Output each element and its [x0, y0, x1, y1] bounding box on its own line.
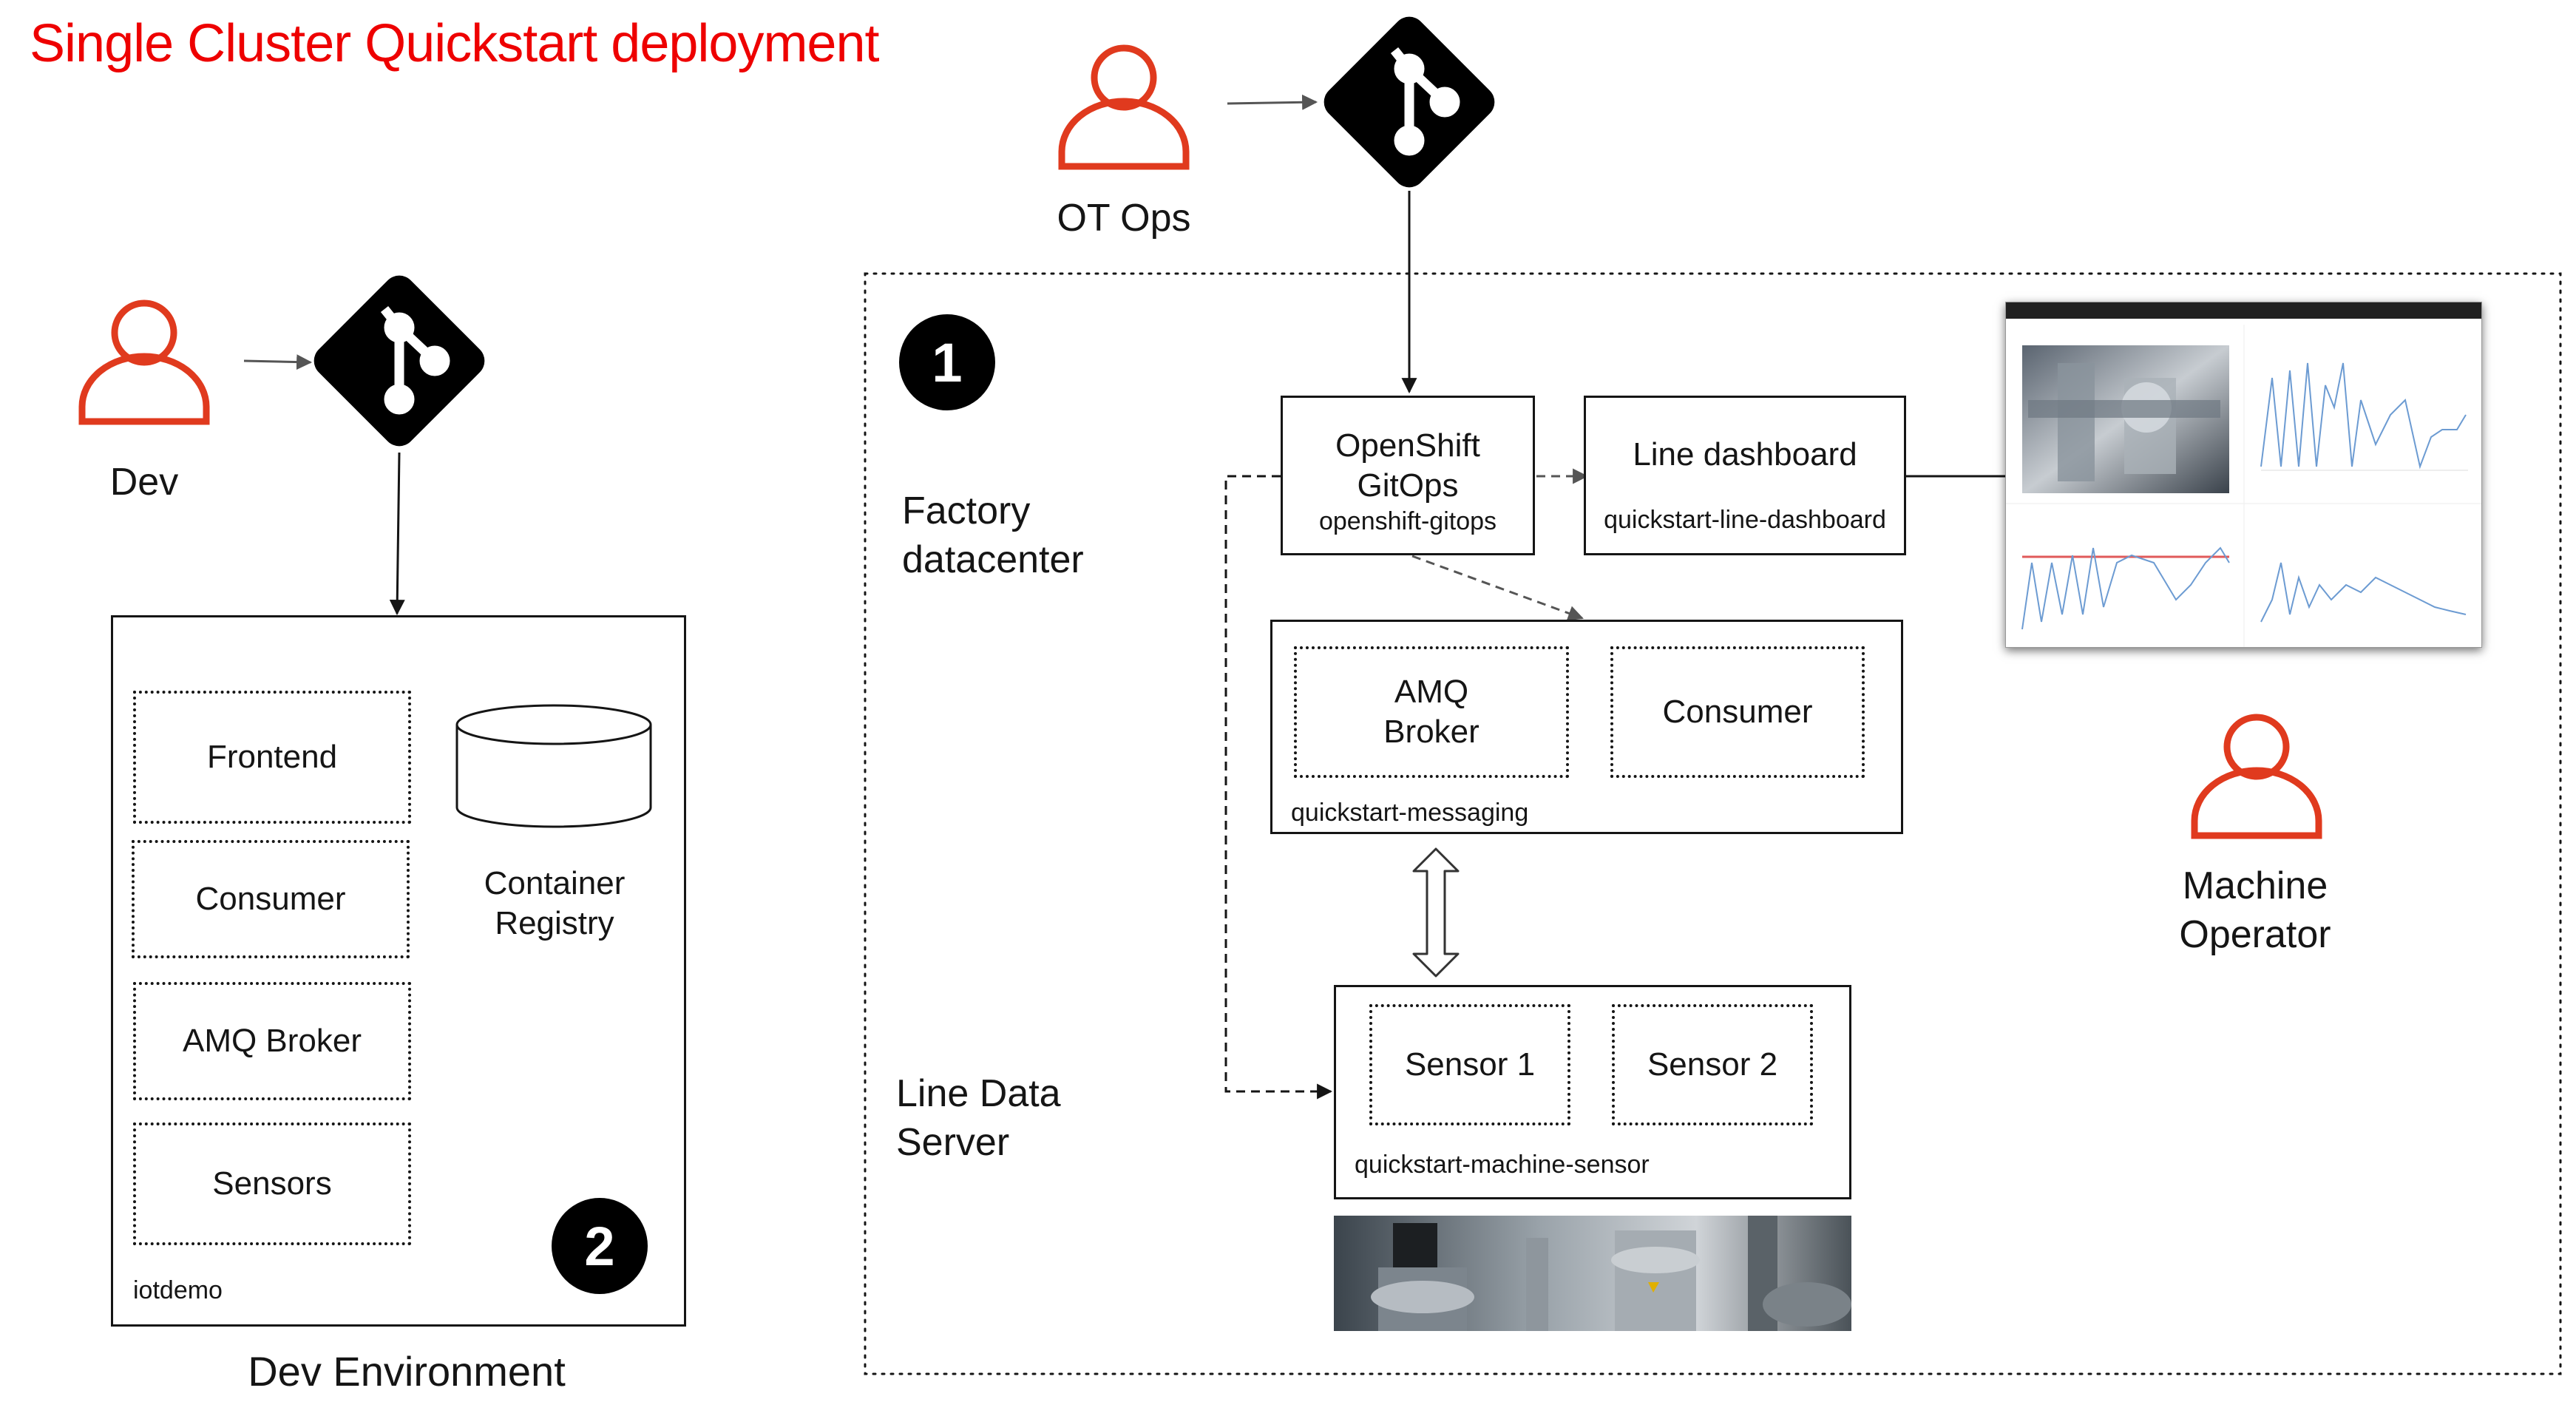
line-data-server-label: Line Data Server	[896, 1072, 1061, 1164]
arrow-gitops-sensor	[1224, 475, 1333, 1100]
arrow-git-devenv	[389, 452, 405, 616]
sensor-namespace: quickstart-machine-sensor	[1355, 1151, 1650, 1179]
dev-component-frontend: Frontend	[133, 691, 411, 824]
diagram-title: Single Cluster Quickstart deployment	[30, 14, 880, 73]
messaging-namespace: quickstart-messaging	[1291, 799, 1529, 827]
machine-photo	[1334, 1216, 1851, 1331]
factory-boundary	[864, 272, 2562, 1375]
sensor-1: Sensor 1	[1369, 1004, 1570, 1125]
dev-environment-caption: Dev Environment	[248, 1348, 566, 1395]
git-icon	[313, 275, 485, 447]
person-icon	[78, 299, 210, 425]
messaging-amq-broker: AMQ Broker	[1294, 646, 1569, 778]
line-dashboard-box: Line dashboard quickstart-line-dashboard	[1584, 396, 1906, 555]
dev-component-amq-broker: AMQ Broker	[133, 982, 411, 1100]
badge-1: 1	[899, 314, 995, 410]
arrow-dev-git	[243, 354, 313, 370]
dev-component-sensors: Sensors	[133, 1122, 411, 1245]
messaging-consumer: Consumer	[1610, 646, 1865, 778]
person-icon	[1058, 44, 1190, 170]
double-arrow-icon	[1412, 847, 1460, 978]
gitops-title-line2: GitOps	[1357, 467, 1459, 504]
badge-2: 2	[552, 1198, 648, 1294]
person-icon	[2191, 714, 2322, 839]
dashboard-charts	[2006, 325, 2481, 647]
git-icon	[1323, 16, 1495, 188]
arrow-otops-git	[1227, 94, 1318, 110]
dev-component-consumer: Consumer	[132, 840, 410, 958]
arrow-gitops-messaging	[1411, 555, 1584, 621]
gitops-title-line1: OpenShift	[1335, 427, 1480, 464]
dev-namespace-label: iotdemo	[133, 1276, 223, 1304]
gitops-namespace: openshift-gitops	[1318, 507, 1497, 535]
sensor-2: Sensor 2	[1612, 1004, 1813, 1125]
container-registry-label: Container Registry	[484, 865, 626, 941]
dev-label: Dev	[109, 461, 179, 504]
openshift-gitops-box: OpenShift GitOps openshift-gitops	[1281, 396, 1535, 555]
database-icon	[455, 704, 652, 828]
dashboard-screenshot	[2005, 302, 2482, 648]
line-dashboard-title: Line dashboard	[1633, 436, 1857, 473]
ot-ops-label: OT Ops	[1057, 197, 1191, 240]
line-dashboard-namespace: quickstart-line-dashboard	[1604, 506, 1886, 534]
machine-operator-label: Machine Operator	[2179, 864, 2331, 956]
factory-datacenter-label: Factory datacenter	[902, 490, 1084, 581]
